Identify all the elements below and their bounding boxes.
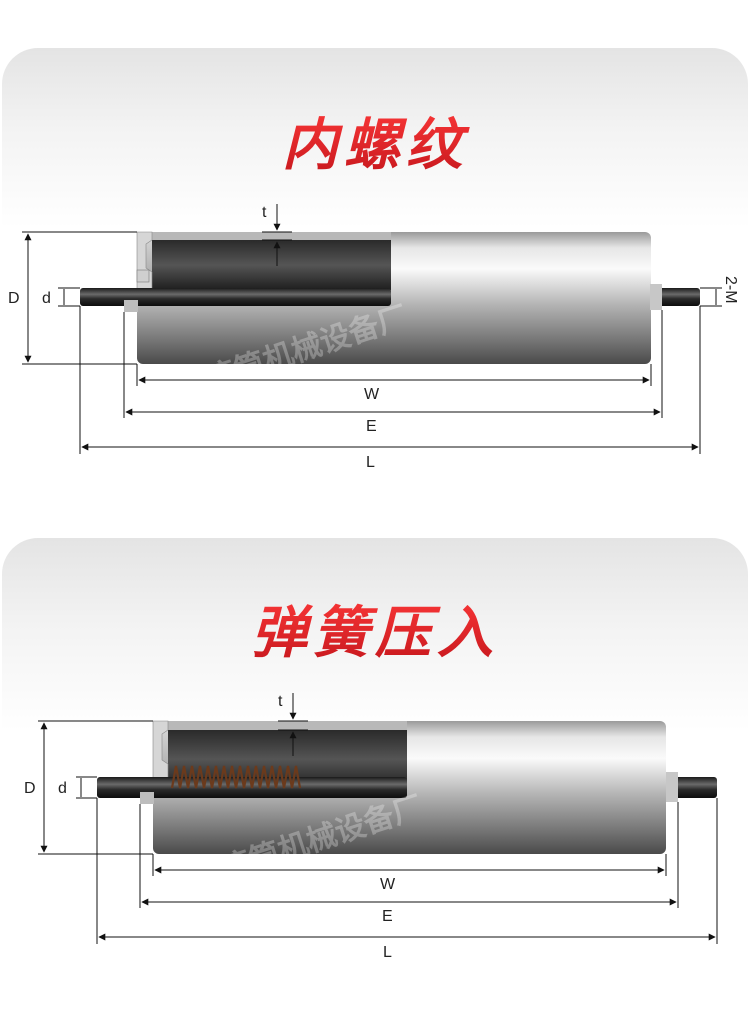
- dim-label-t: t: [262, 204, 267, 221]
- shaft: [80, 288, 391, 306]
- dim-label-thread: 2-M: [722, 276, 739, 304]
- dim-label-E: E: [366, 418, 377, 435]
- dim-label-D: D: [8, 290, 20, 307]
- roller-spring-loaded: 滚筒机械设备厂 D d t W E L: [24, 693, 718, 961]
- dim-label-d: d: [42, 290, 51, 307]
- dim-label-L: L: [383, 944, 392, 961]
- dim-label-d: d: [58, 780, 67, 797]
- section-title: 内螺纹: [2, 100, 748, 181]
- dim-label-t: t: [278, 693, 283, 710]
- section-title: 弹簧压入: [2, 588, 748, 669]
- dim-label-L: L: [366, 454, 375, 471]
- dim-label-W: W: [380, 876, 396, 893]
- spring: [170, 765, 302, 789]
- dim-label-W: W: [364, 386, 380, 403]
- dim-label-D: D: [24, 780, 36, 797]
- roller-internal-thread: 滚筒机械设备厂 D d t 2-M W E L: [8, 204, 739, 471]
- dim-label-E: E: [382, 908, 393, 925]
